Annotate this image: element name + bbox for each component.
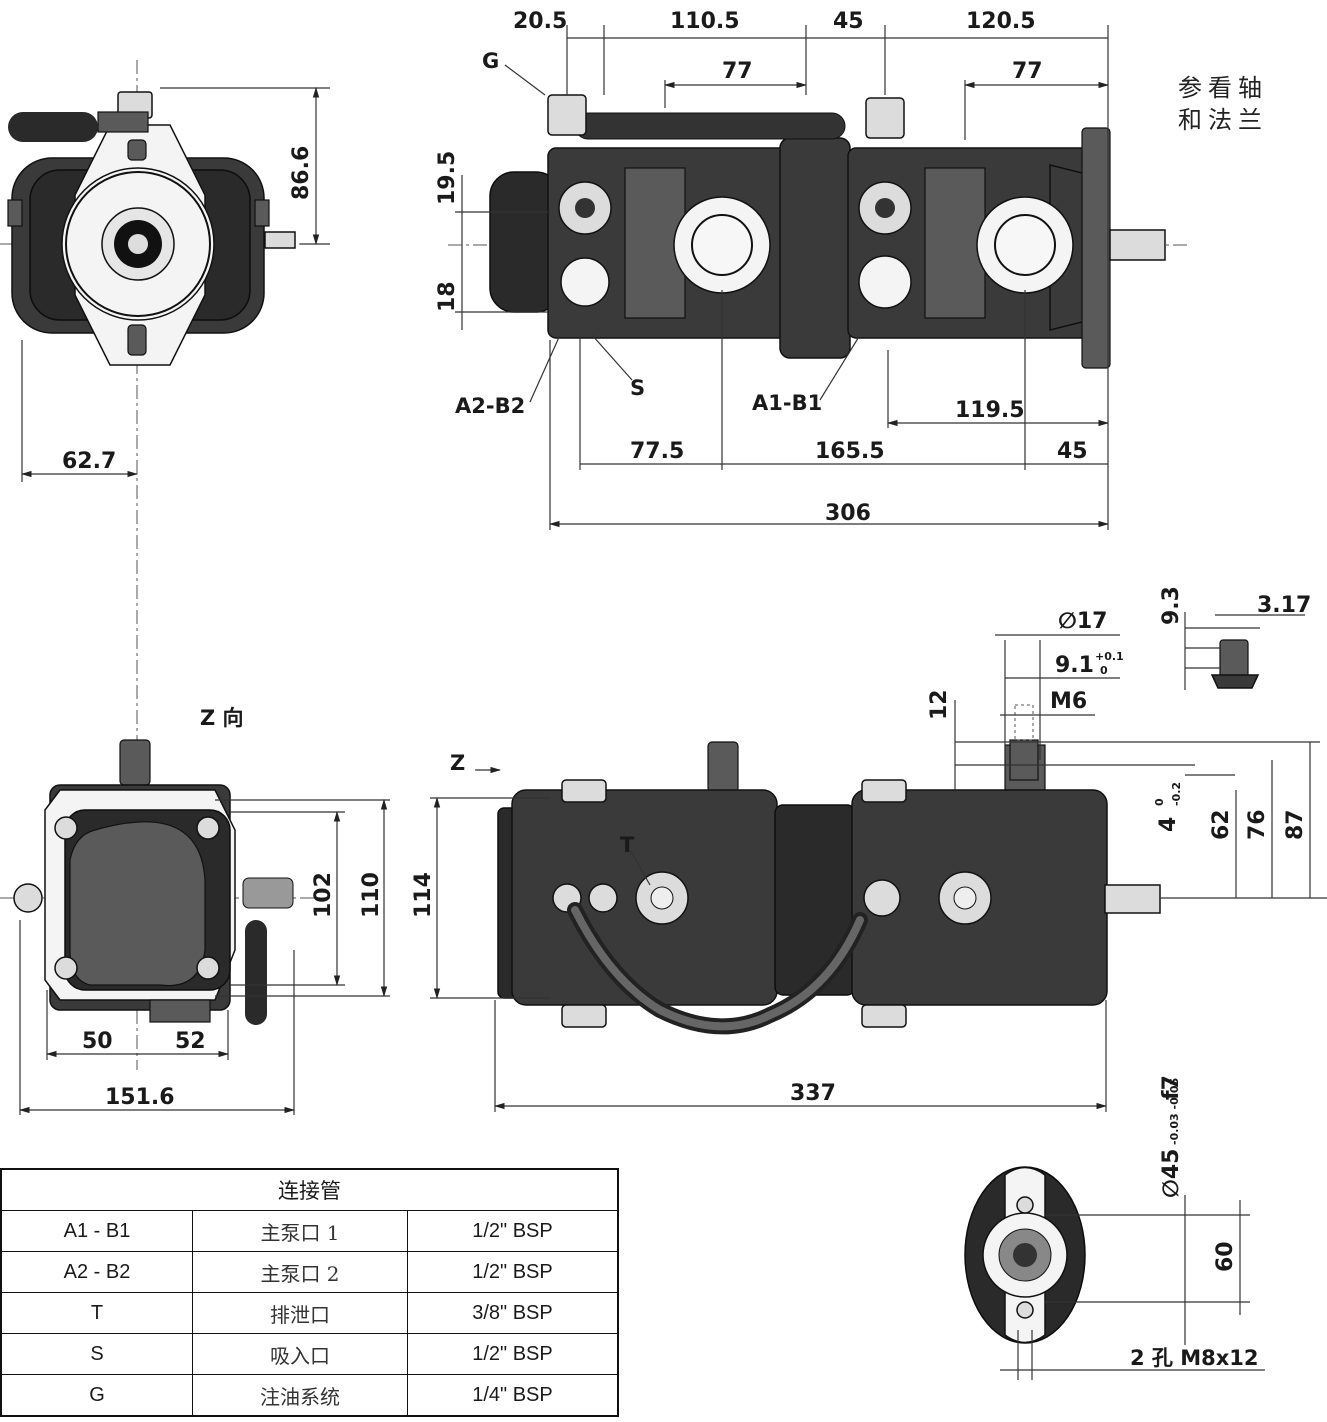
dim-77-5: 77.5 <box>630 439 684 464</box>
front-view-top <box>0 60 300 1070</box>
label-holes: 2 孔 M8x12 <box>1130 1346 1259 1370</box>
dim-110: 110 <box>359 872 384 918</box>
table-header-row: 连接管 <box>0 1168 619 1211</box>
label-t: T <box>620 833 635 857</box>
dim-76: 76 <box>1245 809 1270 840</box>
dim-60: 60 <box>1213 1241 1238 1272</box>
side-view-top <box>448 94 1190 369</box>
dim-306: 306 <box>825 501 871 526</box>
dim-87: 87 <box>1283 809 1308 840</box>
port-name: 吸入口 <box>192 1333 408 1375</box>
label-a1-b1: A1-B1 <box>752 391 822 415</box>
table-row: S 吸入口 1/2" BSP <box>0 1333 619 1375</box>
shaft-detail <box>1009 639 1260 781</box>
note-line-2: 和法兰 <box>1178 106 1268 134</box>
dim-dia-45: ∅45 <box>1159 1149 1184 1198</box>
port-size: 3/8" BSP <box>407 1292 619 1334</box>
dim-337: 337 <box>790 1081 836 1106</box>
z-view <box>0 739 330 1025</box>
port-name: 主泵口 1 <box>192 1210 408 1252</box>
table-row: A2 - B2 主泵口 2 1/2" BSP <box>0 1251 619 1293</box>
dim-4-tol-up: 0 <box>1153 798 1166 806</box>
dim-19-5: 19.5 <box>435 151 460 205</box>
label-a2-b2: A2-B2 <box>455 394 525 418</box>
dim-77-a: 77 <box>722 59 753 84</box>
port-size: 1/2" BSP <box>407 1210 619 1252</box>
dim-12: 12 <box>927 689 952 720</box>
dim-151-6: 151.6 <box>105 1085 175 1110</box>
dim-45-top: 45 <box>833 9 864 34</box>
port-code: A2 - B2 <box>0 1251 193 1293</box>
flange-view <box>964 1166 1086 1344</box>
dim-4: 4 <box>1156 817 1181 832</box>
dim-110-5: 110.5 <box>670 9 740 34</box>
table-row: G 注油系统 1/4" BSP <box>0 1374 619 1417</box>
dimension-texts: 20.5 110.5 45 120.5 77 77 86.6 19.5 18 6… <box>62 9 1311 1272</box>
dim-62: 62 <box>1209 809 1234 840</box>
dim-50: 50 <box>82 1029 113 1054</box>
label-g: G <box>482 49 499 73</box>
dim-86-6: 86.6 <box>289 146 314 200</box>
dim-3-17: 3.17 <box>1257 593 1311 618</box>
port-name: 注油系统 <box>192 1374 408 1417</box>
table-title: 连接管 <box>0 1168 619 1211</box>
label-s: S <box>630 376 645 400</box>
dim-dia-17: ∅17 <box>1058 609 1107 634</box>
port-code: A1 - B1 <box>0 1210 193 1252</box>
m6-label: M6 <box>1050 689 1087 714</box>
note-line-1: 参看轴 <box>1178 74 1268 102</box>
connection-table: 连接管 A1 - B1 主泵口 1 1/2" BSP A2 - B2 主泵口 2… <box>0 1168 619 1417</box>
table-row: A1 - B1 主泵口 1 1/2" BSP <box>0 1210 619 1252</box>
dimension-lines <box>18 25 1327 1380</box>
port-code: S <box>0 1333 193 1375</box>
dim-18: 18 <box>435 281 460 312</box>
port-code: T <box>0 1292 193 1334</box>
port-code: G <box>0 1374 193 1417</box>
dim-120-5: 120.5 <box>966 9 1036 34</box>
dim-4-tol-lo: -0.2 <box>1170 782 1183 806</box>
dim-102: 102 <box>311 872 336 918</box>
dim-9-1: 9.1 <box>1055 653 1094 678</box>
table-row: T 排泄口 3/8" BSP <box>0 1292 619 1334</box>
dim-dia-45-fit: f7 <box>1159 1075 1184 1100</box>
dim-dia-45-tol: -0.03 -0.05 <box>1168 1078 1181 1145</box>
port-size: 1/2" BSP <box>407 1333 619 1375</box>
dim-9-1-tol-up: +0.1 <box>1095 650 1124 663</box>
port-name: 排泄口 <box>192 1292 408 1334</box>
dim-114: 114 <box>411 872 436 918</box>
side-view-middle <box>497 741 1175 1035</box>
port-name: 主泵口 2 <box>192 1251 408 1293</box>
dim-119-5: 119.5 <box>955 398 1025 423</box>
part-labels: G A2-B2 S A1-B1 T Z 向 Z 2 孔 M8x12 参看轴 和法… <box>200 49 1268 1370</box>
port-size: 1/2" BSP <box>407 1251 619 1293</box>
dim-52: 52 <box>175 1029 206 1054</box>
label-z-view: Z 向 <box>200 706 244 730</box>
dim-165-5: 165.5 <box>815 439 885 464</box>
dim-45-bottom: 45 <box>1057 439 1088 464</box>
dim-77-b: 77 <box>1012 59 1043 84</box>
port-size: 1/4" BSP <box>407 1374 619 1417</box>
label-z-arrow: Z <box>450 751 465 775</box>
dim-9-3: 9.3 <box>1159 586 1184 625</box>
dim-62-7: 62.7 <box>62 449 116 474</box>
dim-20-5: 20.5 <box>513 9 567 34</box>
dim-9-1-tol-lo: 0 <box>1100 664 1108 677</box>
